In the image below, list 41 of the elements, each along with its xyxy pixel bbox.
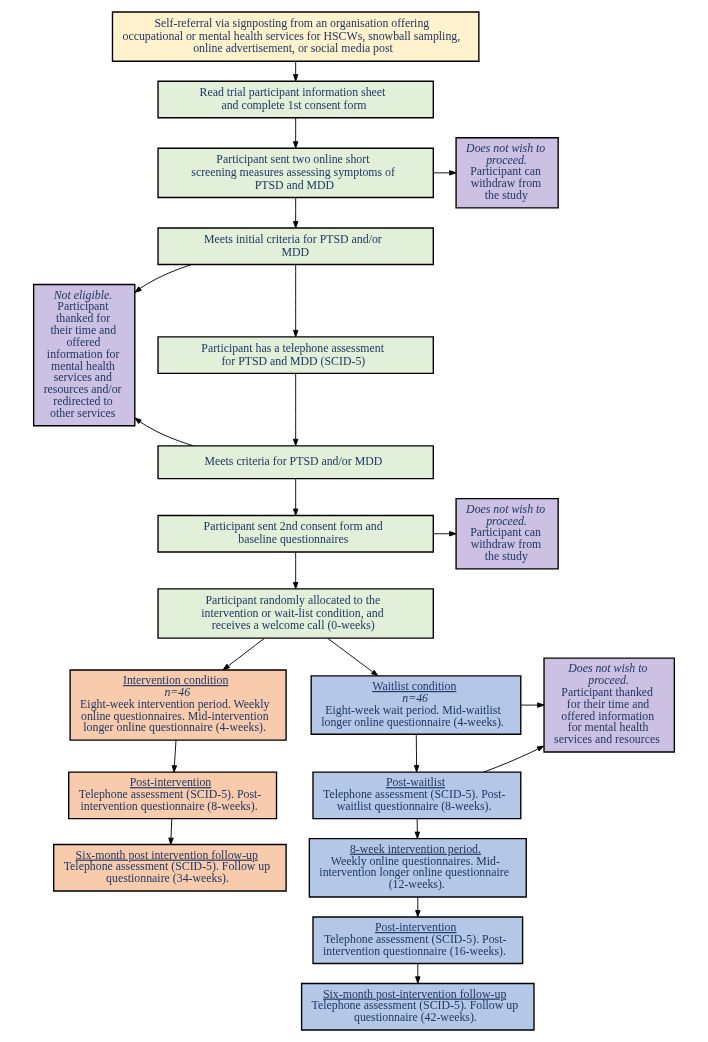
node-box: Six-month post-intervention follow-up Telephone assessment (SCID-5). Follow up questionnaire (42-weeks). bbox=[300, 982, 535, 1031]
arrow bbox=[327, 637, 379, 677]
node-box: Does not wish to proceed. Participant can withdraw from the study bbox=[455, 498, 559, 570]
arrow bbox=[415, 963, 421, 984]
node-box: Participant randomly allocated to the intervention or wait-list condition, and receives a welcome call (0-weeks) bbox=[157, 588, 434, 639]
node-box: 8-week intervention period. Weekly online questionnaires. Mid-intervention longer online questionnaire (12-weeks). bbox=[308, 837, 527, 898]
node-box: Post-intervention Telephone assessment (SCID-5). Post-intervention questionnaire (16-weeks). bbox=[312, 916, 524, 965]
node-box: Does not wish to proceed. Participant thanked for their time and offered information for mental health services and resources bbox=[543, 657, 676, 753]
arrow bbox=[293, 372, 299, 447]
arrow bbox=[433, 531, 457, 537]
arrow bbox=[293, 117, 299, 149]
node-box: Post-waitlist Telephone assessment (SCID-5). Post-waitlist questionnaire (8-weeks). bbox=[312, 771, 522, 820]
node-box: Meets criteria for PTSD and/or MDD bbox=[157, 445, 434, 480]
node-box: Post-intervention Telephone assessment (SCID-5). Post-intervention questionnaire (8-weeks). bbox=[68, 771, 278, 820]
arrow bbox=[433, 170, 457, 176]
node-box: Participant has a telephone assessment for PTSD and MDD (SCID-5) bbox=[157, 336, 434, 375]
arrow bbox=[293, 264, 299, 338]
arrow bbox=[293, 551, 299, 590]
arrow bbox=[483, 745, 545, 773]
node-box: Not eligible. Participant thanked for their time and offered information for mental health services and resources and/or redirected to other services bbox=[32, 283, 136, 427]
node-box: Read trial participant information sheet and complete 1st consent form bbox=[157, 80, 434, 119]
node-box: Self-referral via signposting from an organisation offering occupational or mental health services for HSCWs, snowball sampling, online advertisement, or social media post bbox=[111, 11, 480, 62]
arrow bbox=[293, 197, 299, 229]
arrow bbox=[171, 739, 178, 773]
arrow bbox=[134, 417, 194, 447]
arrow bbox=[168, 818, 174, 845]
node-box: Meets initial criteria for PTSD and/or MDD bbox=[157, 227, 434, 266]
arrow bbox=[293, 478, 299, 516]
node-box: Participant sent two online short screening measures assessing symptoms of PTSD and MDD bbox=[157, 147, 434, 199]
node-box: Intervention condition n=46 Eight-week intervention period. Weekly online questionnaires. Mid-intervention longer online questionnaire (4-weeks). bbox=[69, 669, 287, 741]
arrow bbox=[293, 60, 299, 82]
node-box: Six-month post intervention follow-up Telephone assessment (SCID-5). Follow up questionnaire (34-weeks). bbox=[53, 843, 287, 892]
arrow bbox=[520, 702, 545, 708]
node-box: Waitlist condition n=46 Eight-week wait period. Mid-waitlist longer online questionnaire (4-weeks). bbox=[310, 675, 522, 735]
arrow bbox=[134, 264, 192, 293]
node-box: Does not wish to proceed. Participant can withdraw from the study bbox=[455, 137, 559, 209]
arrow bbox=[222, 637, 265, 671]
arrow bbox=[415, 896, 421, 918]
arrow bbox=[414, 818, 421, 839]
arrow bbox=[413, 734, 420, 773]
node-box: Participant sent 2nd consent form and baseline questionnaires bbox=[157, 514, 434, 553]
